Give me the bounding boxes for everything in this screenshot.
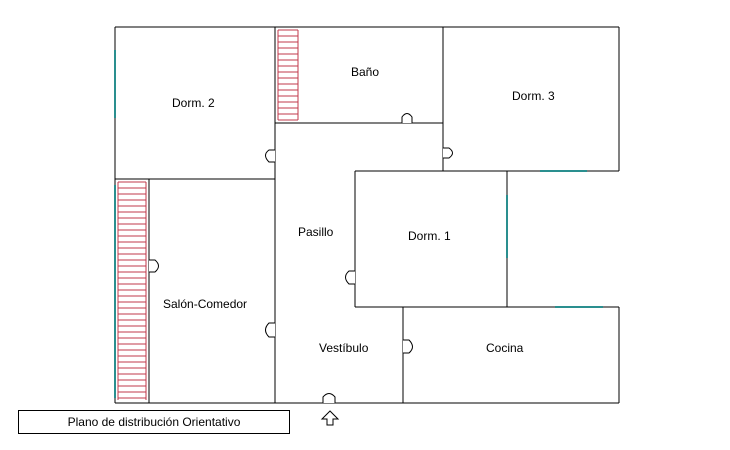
room-label-bano: Baño [351, 65, 379, 79]
up-arrow-icon [320, 410, 340, 426]
door-cocina [403, 339, 413, 354]
door-dorm1 [345, 270, 355, 285]
room-label-cocina: Cocina [486, 341, 524, 355]
door-bano [401, 113, 413, 123]
room-label-dorm1: Dorm. 1 [408, 229, 451, 243]
door-dorm2 [265, 149, 275, 163]
stairs-salon [117, 181, 147, 400]
plan-caption: Plano de distribución Orientativo [18, 410, 290, 434]
stairs-dorm2 [277, 29, 299, 121]
windows [114, 50, 603, 398]
room-labels: Dorm. 2 Baño Dorm. 3 Pasillo Dorm. 1 Sal… [163, 65, 555, 355]
door-salon-stairs [149, 259, 159, 273]
room-label-vestibulo: Vestíbulo [319, 341, 369, 355]
door-entrance [322, 393, 336, 403]
room-label-salon: Salón-Comedor [163, 297, 247, 311]
doors [149, 113, 453, 403]
room-label-dorm2: Dorm. 2 [172, 96, 215, 110]
room-label-dorm3: Dorm. 3 [512, 89, 555, 103]
room-label-pasillo: Pasillo [298, 225, 334, 239]
door-dorm3 [443, 147, 453, 159]
door-salon-corridor [265, 322, 275, 338]
